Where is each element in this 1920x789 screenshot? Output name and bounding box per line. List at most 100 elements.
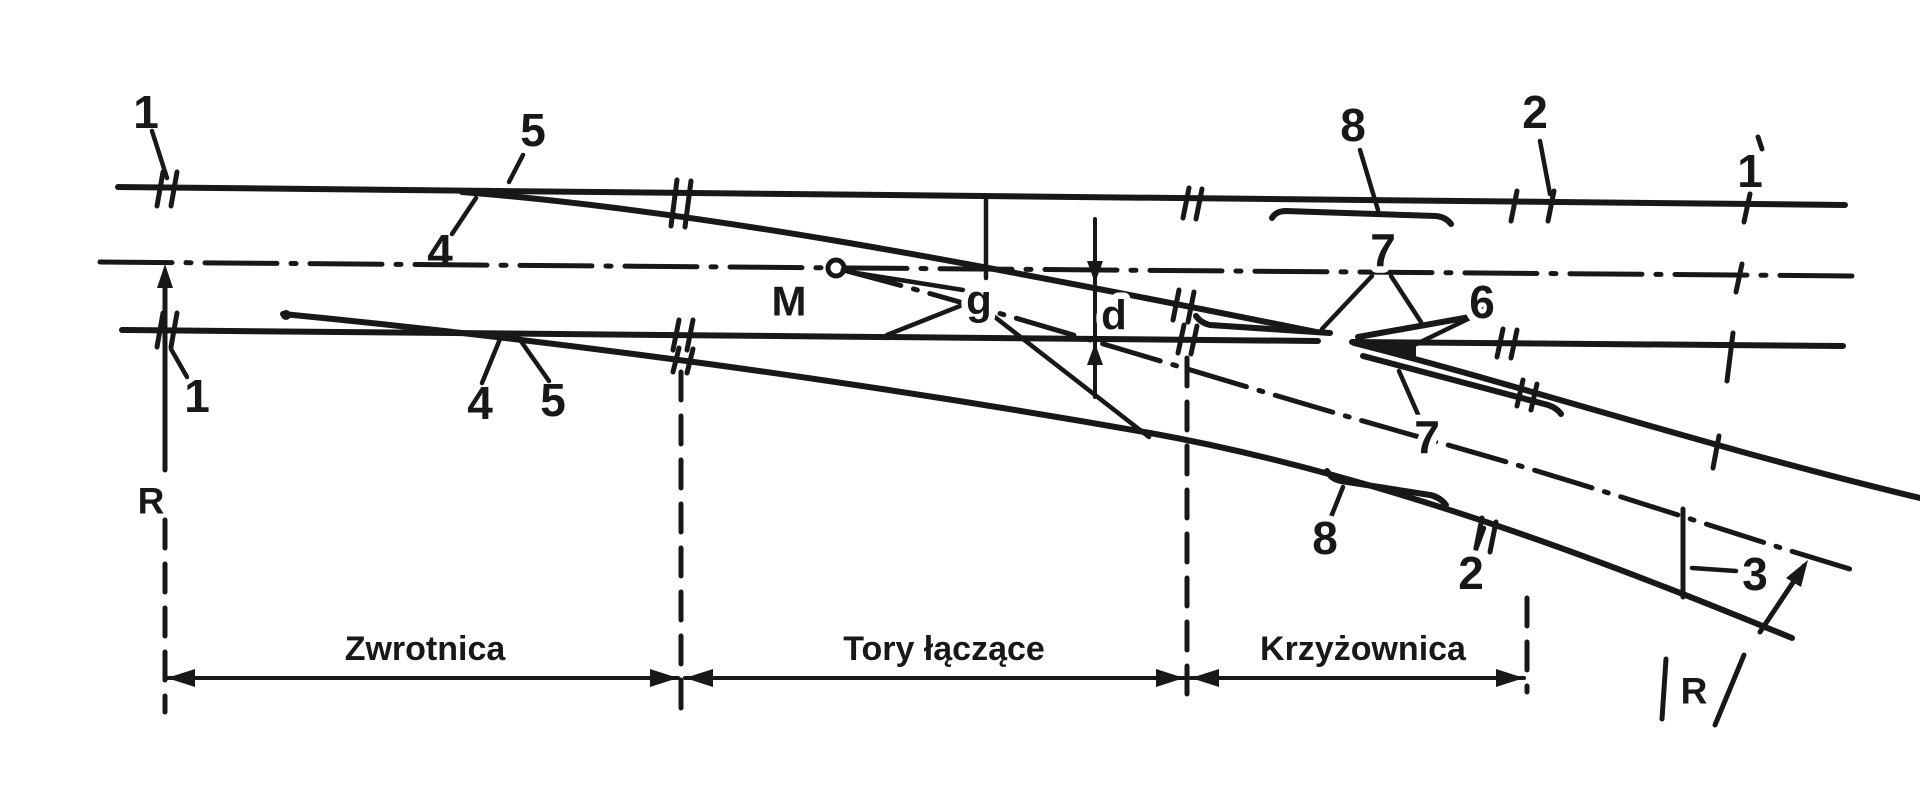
leader-line [1328, 484, 1346, 520]
diverging-lower-rail [280, 311, 1795, 641]
frog-point-wedge [1352, 340, 1416, 359]
radius-annotations [1659, 506, 1808, 728]
radius-label-right: R [1681, 671, 1708, 712]
part-label-wing-rails-bottom: 7 [1414, 411, 1440, 463]
part-label-stock-rail-bottom: 5 [540, 374, 566, 426]
part-label-stock-rail-top: 5 [520, 104, 546, 156]
joint-tick [1494, 326, 1506, 360]
joint-tick [154, 310, 166, 350]
joint-tick [1180, 185, 1192, 221]
gauge-leader-to-center [847, 269, 966, 293]
part-label-joint-diverging: 2 [1458, 547, 1484, 599]
check-rail-bottom-stroke [1324, 468, 1449, 508]
joint-tick [1733, 261, 1745, 295]
leader-line [168, 346, 190, 380]
leader-line [479, 336, 503, 386]
part-label-frog-point: 6 [1469, 276, 1495, 328]
radius-break-bar [1659, 656, 1669, 722]
arrowhead-right-icon [650, 669, 678, 687]
joint-tick [668, 177, 680, 229]
bottom-stock-rail-line-left [119, 327, 1321, 344]
part-label-switch-blade-bottom: 4 [467, 377, 493, 429]
joint-tick [682, 178, 694, 230]
joint-tick [1508, 188, 1520, 224]
joint-tick [1710, 433, 1722, 471]
arrowhead-left-icon [1191, 669, 1219, 687]
part-label-check-rail-bottom: 8 [1312, 512, 1338, 564]
blade-tip-dot [281, 310, 291, 320]
leader-line [1388, 273, 1424, 325]
joint-tick [1514, 377, 1526, 409]
joint-tick [1185, 289, 1197, 325]
leader-line [506, 152, 526, 185]
leader-line [1357, 147, 1381, 213]
prime-mark [1755, 134, 1765, 152]
leader-line [449, 195, 479, 237]
leader-line [149, 128, 170, 181]
joint-tick [154, 169, 166, 209]
joint-tick [684, 317, 696, 353]
leader-line [1472, 525, 1487, 555]
leader-line [1319, 273, 1375, 332]
part-label-joint-bottom-left: 1 [184, 370, 210, 422]
joint-tick [1188, 323, 1200, 357]
section-label-tory-laczace: Tory łączące [843, 630, 1045, 668]
gauge-leader-to-bottom-rail [884, 303, 963, 338]
joint-tick [670, 317, 682, 353]
joint-tick [670, 345, 682, 375]
part-label-axis-gauge-mark: 3 [1742, 548, 1768, 600]
joint-tick [168, 310, 180, 350]
arrowhead-up-right-icon [1786, 560, 1808, 587]
leader-line [1396, 368, 1423, 422]
part-label-joint-top-mid: 2 [1522, 86, 1548, 138]
part-label-joint-top-left: 1 [133, 86, 159, 138]
joint-tick [1528, 381, 1540, 413]
leader-line [515, 334, 552, 384]
part-label-check-rail-top: 8 [1340, 99, 1366, 151]
joint-tick [1724, 330, 1736, 384]
diverging-track-axis-line [840, 267, 1863, 575]
joint-tick [168, 169, 180, 209]
part-label-switch-blade-top: 4 [427, 225, 453, 277]
joint-tick [1545, 188, 1557, 224]
arrowhead-up-icon [1087, 343, 1103, 365]
distance-label: d [1101, 292, 1127, 339]
joint-tick [1487, 519, 1499, 555]
arrowhead-left-icon [685, 669, 713, 687]
leader-line [1689, 565, 1739, 574]
diverging-track [280, 189, 1920, 641]
section-label-zwrotnica: Zwrotnica [345, 630, 507, 668]
part-label-joint-top-right: 1 [1737, 145, 1763, 197]
arrowhead-left-icon [167, 669, 195, 687]
arrowhead-right-icon [1156, 669, 1184, 687]
section-label-krzyzownica: Krzyżownica [1260, 630, 1467, 668]
rail-joints [154, 134, 1765, 555]
joint-tick [1193, 186, 1205, 222]
joint-tick [684, 346, 696, 376]
arrowhead-right-icon [1496, 669, 1524, 687]
joint-tick [1741, 191, 1753, 225]
leader-line [1401, 315, 1473, 353]
wing-rail-stroke-left [1193, 313, 1333, 336]
top-stock-rail-line [115, 184, 1848, 208]
gauge-leader-to-diverging-rail [988, 311, 1152, 440]
radius-label-left: R [138, 481, 165, 522]
bottom-stock-rail-line-right [1349, 339, 1846, 349]
arrowhead-down-icon [1087, 261, 1103, 283]
part-label-wing-rails-top: 7 [1370, 224, 1396, 276]
wing-rail-stroke-lower [1360, 353, 1564, 417]
section-dimensions [157, 264, 1530, 715]
leader-line [1537, 138, 1553, 197]
gauge-label: g [966, 277, 992, 324]
joint-tick [1170, 287, 1182, 323]
diverging-upper-rail-before-frog [459, 189, 1319, 335]
joint-tick [1175, 322, 1187, 356]
diverging-upper-rail-after-frog [1351, 340, 1920, 501]
distance-dimension [1087, 217, 1103, 399]
joint-tick [1508, 327, 1520, 361]
check-rail-top-stroke [1269, 207, 1454, 227]
point-label-turnout-center: M [772, 278, 807, 325]
part-leaders [149, 128, 1553, 555]
